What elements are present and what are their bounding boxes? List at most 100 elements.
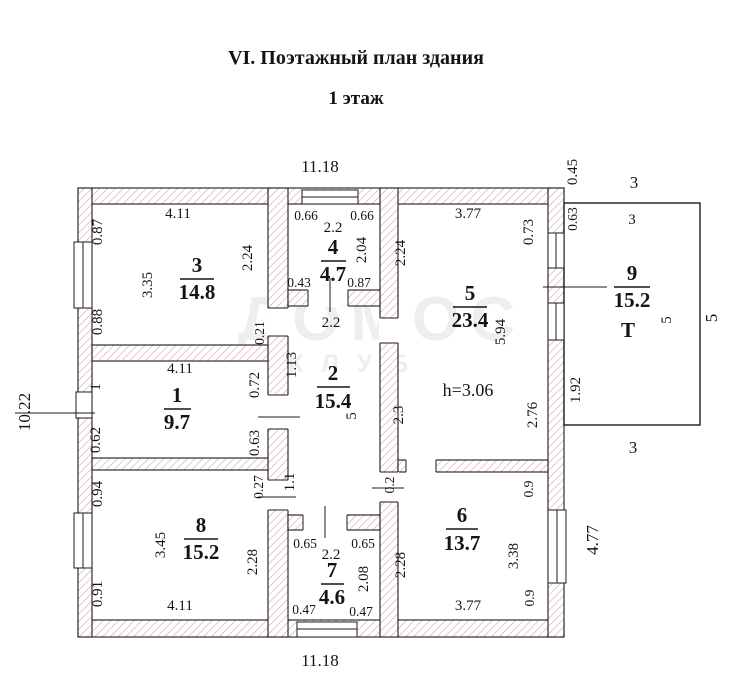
- room4-dim-top-mid: 2.2: [324, 220, 343, 236]
- room6-dim-left: 2.28: [393, 552, 409, 578]
- room3-dim-left-top: 0.87: [90, 218, 106, 245]
- room8-dim-bottom: 4.11: [167, 598, 193, 614]
- door-r1-r2: [267, 394, 289, 430]
- room4-dim-bottom-left: 0.43: [287, 275, 311, 290]
- room5-dim-left-bottom: 2.3: [391, 406, 407, 425]
- room7-number: 7: [327, 558, 338, 582]
- room5-dim-right-top: 0.73: [521, 219, 537, 245]
- outer-dim-bottom: 11.18: [301, 651, 339, 670]
- room5-dim-mid: 5.94: [493, 318, 509, 345]
- room5-dim-left-top: 2.24: [393, 239, 409, 266]
- room8-dim-left-bottom: 0.91: [90, 581, 106, 607]
- room4-dim-top-right: 0.66: [350, 208, 374, 223]
- room9-area: 15.2: [614, 288, 651, 312]
- room3-dim-right-bottom: 0.21: [252, 321, 267, 345]
- room8-number: 8: [196, 513, 207, 537]
- room5-height-note: h=3.06: [443, 380, 494, 400]
- window-r4-top: [301, 189, 359, 205]
- wall-r3-r1: [91, 344, 269, 362]
- room7-dim-bottom-right: 0.47: [349, 604, 373, 619]
- room-4: 4 4.7 0.66 2.2 0.66 2.04 0.43 0.87: [287, 208, 374, 290]
- wall-center-right: [379, 187, 399, 638]
- room9-dim-right-in: 5: [659, 316, 675, 324]
- room6-number: 6: [457, 503, 468, 527]
- outer-dim-right: 4.77: [583, 525, 602, 555]
- room2-dim-left-top: 1.13: [284, 352, 300, 378]
- windows: [73, 189, 567, 638]
- room4-area: 4.7: [320, 262, 346, 286]
- room3-dim-top: 4.11: [165, 206, 191, 222]
- room1-dim-right-bottom: 0.63: [247, 430, 263, 456]
- watermark-line2: КЛУБ: [288, 350, 426, 378]
- page-title: VI. Поэтажный план здания: [228, 47, 484, 69]
- room1-dim-left-top: 1: [88, 383, 104, 391]
- room9-dim-bottom: 3: [629, 438, 638, 457]
- window-r6-right: [547, 509, 567, 584]
- room9-dim-top-in: 3: [628, 212, 636, 228]
- window-r5-annex-upper: [547, 232, 565, 269]
- room4-number: 4: [328, 235, 339, 259]
- room7-dim-top-mid: 2.2: [322, 547, 341, 563]
- room3-number: 3: [192, 253, 203, 277]
- room9-number: 9: [627, 261, 638, 285]
- room9-dim-top-out: 3: [630, 173, 639, 192]
- room9-dim-right-out: 5: [702, 314, 721, 323]
- room9-dim-left: 1.92: [568, 377, 584, 403]
- room8-dim-right-top: 0.27: [251, 475, 266, 499]
- door-r8-r2: [267, 479, 289, 511]
- room6-area: 13.7: [444, 531, 481, 555]
- floor-subtitle: 1 этаж: [328, 88, 384, 109]
- window-r1-left: [75, 391, 93, 419]
- outer-dimensions: 11.18 11.18 10.22 4.77: [15, 157, 602, 670]
- room7-dim-top-left: 0.65: [293, 536, 317, 551]
- room3-dim-left-mid: 3.35: [140, 272, 156, 298]
- room6-dim-top-right: 0.9: [521, 480, 536, 497]
- room3-dim-right: 2.24: [240, 244, 256, 271]
- room8-dim-right: 2.28: [245, 549, 261, 575]
- room7-dim-bottom-left: 0.47: [292, 602, 316, 617]
- room-8: 8 15.2 0.94 3.45 0.91 4.11 2.28 0.27: [90, 475, 266, 614]
- room2-area: 15.4: [315, 389, 352, 413]
- room-2: 2 15.4 2.2 1.13 1.1 5: [282, 315, 360, 491]
- room-7: 7 4.6 0.65 2.2 0.65 2.08 0.47 0.47: [292, 536, 375, 619]
- door-r4-r2: [307, 289, 349, 307]
- window-r5-annex-lower: [547, 302, 565, 341]
- room6-dim-bottom-right: 0.9: [522, 589, 537, 606]
- room-1: 1 9.7 4.11 1 0.62 0.72 0.63: [88, 361, 263, 456]
- room-3: 3 14.8 4.11 0.87 3.35 0.88 2.24 0.21: [90, 206, 267, 345]
- room5-dim-top: 3.77: [455, 206, 482, 222]
- room8-area: 15.2: [183, 540, 220, 564]
- room-5: 5 23.4 3.77 0.73 2.24 5.94 h=3.06 2.3 2.…: [391, 206, 541, 428]
- door-r2-r5: [379, 317, 399, 344]
- room2-number: 2: [328, 361, 339, 385]
- room1-dim-left-bottom: 0.62: [88, 427, 104, 453]
- room4-dim-top-left: 0.66: [294, 208, 318, 223]
- window-r8-left: [73, 512, 93, 569]
- outer-dim-left: 10.22: [15, 393, 34, 431]
- room5-number: 5: [465, 281, 476, 305]
- room8-dim-left-top: 0.94: [90, 480, 106, 507]
- room5-dim-right-bottom: 2.76: [525, 401, 541, 428]
- room2-dim-left-bottom: 1.1: [282, 473, 298, 492]
- room7-area: 4.6: [319, 585, 345, 609]
- room8-dim-left-mid: 3.45: [153, 532, 169, 558]
- door-r2-r6: [379, 471, 399, 503]
- room4-dim-bottom-right: 0.87: [347, 275, 371, 290]
- room1-area: 9.7: [164, 410, 190, 434]
- dimension-ticks: [15, 278, 607, 538]
- room4-dim-right: 2.04: [354, 236, 370, 263]
- room-6: 6 13.7 0.2 0.9 2.28 3.38 3.77 0.9: [382, 477, 537, 614]
- room6-dim-bottom: 3.77: [455, 598, 482, 614]
- window-r3-left: [73, 241, 93, 309]
- room5-area: 23.4: [452, 308, 489, 332]
- room9-letter: Т: [621, 318, 635, 342]
- room9-dim-offset-top: 0.45: [565, 159, 581, 185]
- room6-dim-top-left: 0.2: [382, 477, 397, 494]
- annex-outline: [563, 202, 701, 426]
- room9-dim-offset-in: 0.63: [565, 207, 580, 231]
- room3-area: 14.8: [179, 280, 216, 304]
- room7-dim-top-right: 0.65: [351, 536, 375, 551]
- room3-dim-left-bottom: 0.88: [90, 309, 106, 335]
